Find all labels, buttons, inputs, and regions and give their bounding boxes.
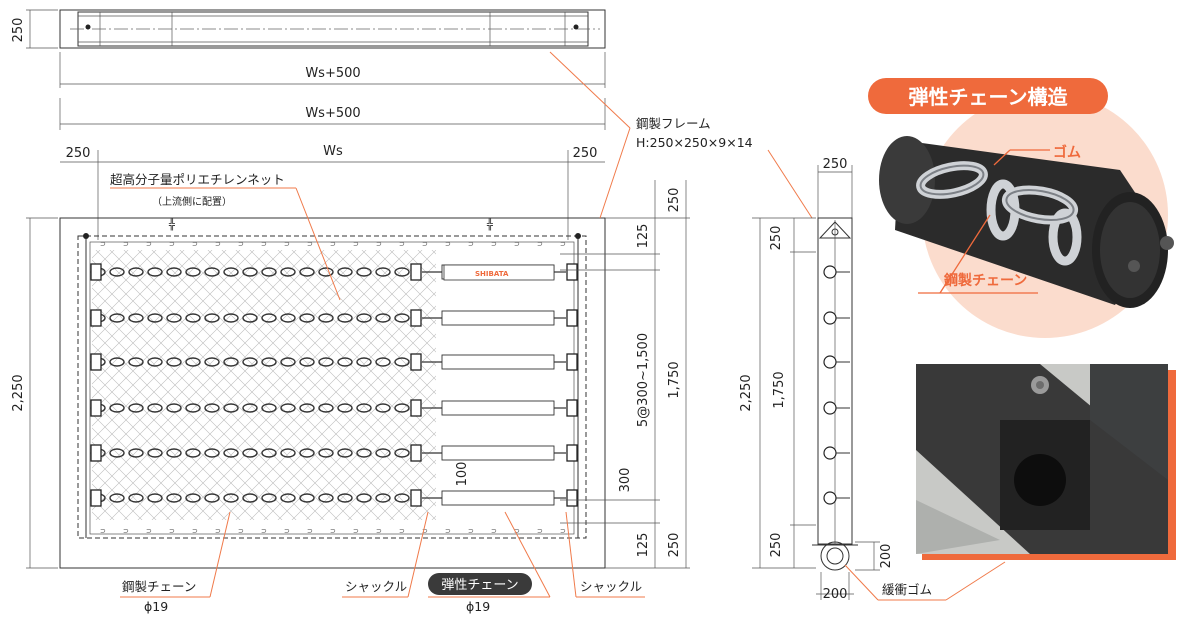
svg-text:⊃: ⊃ bbox=[261, 527, 267, 535]
elastic-chain-dia: ϕ19 bbox=[466, 599, 490, 614]
chain-row bbox=[90, 353, 578, 371]
elastic-chain-badge: 弾性チェーン bbox=[441, 578, 518, 593]
dim-right-top-250: 250 bbox=[667, 188, 682, 213]
svg-text:⊃: ⊃ bbox=[468, 527, 474, 535]
side-200-w: 200 bbox=[823, 587, 848, 602]
shackle-right-label: シャックル bbox=[580, 579, 642, 594]
steel-chain-label: 鋼製チェーン bbox=[122, 579, 196, 594]
svg-text:⊃: ⊃ bbox=[284, 527, 290, 535]
svg-text:⊃: ⊃ bbox=[100, 240, 106, 248]
svg-text:⊃: ⊃ bbox=[376, 240, 382, 248]
svg-text:╬: ╬ bbox=[169, 218, 176, 231]
shackle-left-label: シャックル bbox=[345, 579, 407, 594]
svg-text:⊃: ⊃ bbox=[514, 527, 520, 535]
net-label: 超高分子量ポリエチレンネット bbox=[110, 172, 285, 187]
svg-text:⊃: ⊃ bbox=[537, 527, 543, 535]
dim-right-125-bottom: 125 bbox=[636, 533, 651, 558]
svg-text:⊃: ⊃ bbox=[399, 527, 405, 535]
dim-left-250: 250 bbox=[66, 146, 91, 161]
svg-text:⊃: ⊃ bbox=[169, 240, 175, 248]
svg-text:⊃: ⊃ bbox=[123, 240, 129, 248]
side-top-250: 250 bbox=[769, 226, 784, 251]
svg-text:⊃: ⊃ bbox=[422, 527, 428, 535]
svg-text:⊃: ⊃ bbox=[146, 240, 152, 248]
frame-spec: H:250×250×9×14 bbox=[636, 135, 753, 150]
svg-text:⊃: ⊃ bbox=[284, 240, 290, 248]
chain-row bbox=[90, 444, 578, 462]
svg-text:⊃: ⊃ bbox=[238, 240, 244, 248]
svg-text:⊃: ⊃ bbox=[537, 240, 543, 248]
photo-title: 弾性チェーン構造 bbox=[909, 85, 1069, 109]
svg-text:⊃: ⊃ bbox=[307, 240, 313, 248]
dim-height-2250: 2,250 bbox=[11, 374, 26, 411]
svg-text:⊃: ⊃ bbox=[169, 527, 175, 535]
svg-text:⊃: ⊃ bbox=[560, 527, 566, 535]
side-view: 250 250 2,250 1,750 250 200 200 緩衝ゴム bbox=[739, 157, 1006, 602]
svg-text:⊃: ⊃ bbox=[491, 527, 497, 535]
dim-right-bottom-250: 250 bbox=[667, 533, 682, 558]
svg-text:⊃: ⊃ bbox=[307, 527, 313, 535]
svg-text:⊃: ⊃ bbox=[514, 240, 520, 248]
brand-label: SHIBATA bbox=[475, 270, 509, 278]
dim-ws500-a: Ws+500 bbox=[305, 66, 360, 81]
svg-text:⊃: ⊃ bbox=[399, 240, 405, 248]
steel-chain-dia: ϕ19 bbox=[144, 599, 168, 614]
callouts: 超高分子量ポリエチレンネット （上流側に配置） 鋼製フレーム H:250×250… bbox=[110, 51, 813, 614]
svg-text:⊃: ⊃ bbox=[445, 527, 451, 535]
side-width-250: 250 bbox=[823, 157, 848, 172]
svg-text:⊃: ⊃ bbox=[238, 527, 244, 535]
svg-text:⊃: ⊃ bbox=[215, 240, 221, 248]
svg-text:⊃: ⊃ bbox=[123, 527, 129, 535]
cushion-rubber-photo bbox=[916, 364, 1176, 560]
frame-label: 鋼製フレーム bbox=[636, 116, 711, 131]
svg-text:⊃: ⊃ bbox=[215, 527, 221, 535]
svg-text:⊃: ⊃ bbox=[192, 527, 198, 535]
svg-text:⊃: ⊃ bbox=[491, 240, 497, 248]
side-2250: 2,250 bbox=[739, 374, 754, 411]
svg-text:⊃: ⊃ bbox=[261, 240, 267, 248]
svg-text:⊃: ⊃ bbox=[422, 240, 428, 248]
dim-right-125-top: 125 bbox=[636, 224, 651, 249]
dim-ws: Ws bbox=[323, 144, 343, 159]
svg-text:⊃: ⊃ bbox=[376, 527, 382, 535]
photo-chain-label: 鋼製チェーン bbox=[943, 272, 1027, 289]
dim-300: 300 bbox=[618, 468, 633, 493]
cushion-rubber-label: 緩衝ゴム bbox=[882, 582, 932, 597]
svg-text:⊃: ⊃ bbox=[330, 527, 336, 535]
front-view: Ws+500 250 Ws 250 ⊃ ⊃ ⊃ ⊃ ⊃ ⊃ ⊃ ⊃ ⊃ ⊃ ⊃ ⊃ ⊃ ⊃ ⊃ ⊃ ⊃ ⊃ ⊃ ⊃ ⊃ ⊃… bbox=[11, 98, 690, 569]
dim-top-height: 250 bbox=[11, 18, 26, 43]
top-plan-view: 250 Ws+500 bbox=[11, 9, 606, 88]
side-bottom-250: 250 bbox=[769, 533, 784, 558]
chain-row bbox=[90, 309, 578, 327]
svg-text:⊃: ⊃ bbox=[146, 527, 152, 535]
svg-text:⊃: ⊃ bbox=[560, 240, 566, 248]
dim-pitch: 5@300~1,500 bbox=[636, 333, 651, 427]
svg-text:⊃: ⊃ bbox=[353, 527, 359, 535]
svg-text:⊃: ⊃ bbox=[468, 240, 474, 248]
svg-text:⊃: ⊃ bbox=[353, 240, 359, 248]
chain-row bbox=[90, 399, 578, 417]
chain-row bbox=[90, 489, 578, 507]
dim-right-250: 250 bbox=[573, 146, 598, 161]
svg-text:⊃: ⊃ bbox=[100, 527, 106, 535]
svg-text:⊃: ⊃ bbox=[192, 240, 198, 248]
side-200-h: 200 bbox=[879, 544, 894, 569]
dim-100: 100 bbox=[455, 462, 470, 487]
dim-ws500-b: Ws+500 bbox=[305, 106, 360, 121]
svg-text:⊃: ⊃ bbox=[445, 240, 451, 248]
dim-height-1750: 1,750 bbox=[667, 361, 682, 398]
side-1750: 1,750 bbox=[772, 371, 787, 408]
photo-rubber-label: ゴム bbox=[1053, 144, 1081, 161]
elastic-chain-photo: 弾性チェーン構造 ゴム 鋼製チェーン bbox=[868, 78, 1174, 338]
svg-text:╬: ╬ bbox=[487, 218, 494, 231]
svg-text:⊃: ⊃ bbox=[330, 240, 336, 248]
net-note: （上流側に配置） bbox=[152, 195, 232, 208]
